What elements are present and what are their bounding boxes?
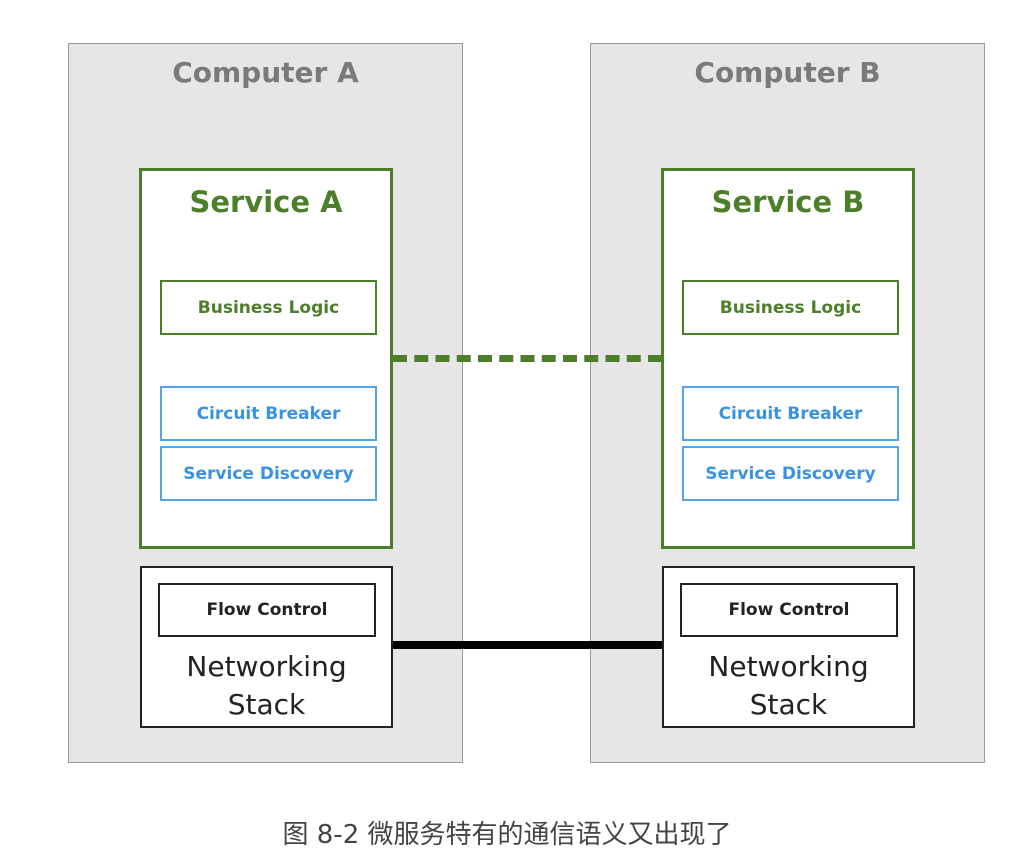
service-b-service-discovery: Service Discovery <box>682 446 899 501</box>
service-b-box: Service B Business Logic Circuit Breaker… <box>661 168 915 549</box>
networking-stack-b-label: Networking Stack <box>664 648 913 724</box>
networking-stack-a-line2: Stack <box>227 688 306 721</box>
networking-stack-b-line2: Stack <box>749 688 828 721</box>
flow-control-b: Flow Control <box>680 583 898 637</box>
service-a-title: Service A <box>189 185 343 219</box>
network-solid-connector <box>393 641 662 649</box>
service-b-circuit-breaker: Circuit Breaker <box>682 386 899 441</box>
flow-control-a: Flow Control <box>158 583 376 637</box>
computer-a-box: Computer A Service A Business Logic Circ… <box>68 43 463 763</box>
service-b-business-logic: Business Logic <box>682 280 899 335</box>
service-a-service-discovery: Service Discovery <box>160 446 377 501</box>
service-a-box: Service A Business Logic Circuit Breaker… <box>139 168 393 549</box>
service-a-business-logic: Business Logic <box>160 280 377 335</box>
service-b-title: Service B <box>711 185 865 219</box>
service-dashed-connector <box>393 355 662 362</box>
networking-stack-a-line1: Networking <box>186 650 347 683</box>
figure-caption: 图 8-2 微服务特有的通信语义又出现了 <box>282 820 732 850</box>
networking-stack-b: Flow Control Networking Stack <box>662 566 915 728</box>
service-a-circuit-breaker: Circuit Breaker <box>160 386 377 441</box>
networking-stack-a: Flow Control Networking Stack <box>140 566 393 728</box>
computer-b-box: Computer B Service B Business Logic Circ… <box>590 43 985 763</box>
computer-b-title: Computer B <box>694 56 881 89</box>
networking-stack-a-label: Networking Stack <box>142 648 391 724</box>
networking-stack-b-line1: Networking <box>708 650 869 683</box>
computer-a-title: Computer A <box>172 56 359 89</box>
